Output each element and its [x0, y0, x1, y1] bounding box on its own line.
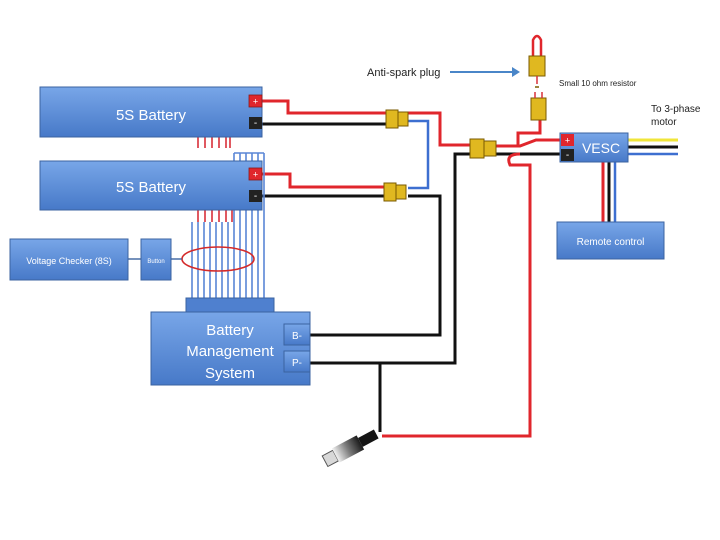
- plus-sign: +: [253, 170, 258, 180]
- balance-harness: [128, 129, 275, 313]
- voltage-checker: Voltage Checker (8S): [9, 238, 129, 281]
- bms-label-line2: Management: [186, 343, 274, 360]
- vesc-label: VESC: [582, 140, 620, 156]
- wire-batt1-positive: [262, 99, 388, 115]
- motor-label-line1: To 3-phase: [651, 104, 701, 115]
- wire-series-link: [408, 119, 430, 190]
- plus-sign: +: [253, 97, 258, 107]
- minus-sign: -: [566, 150, 569, 161]
- bms-label-line1: Battery: [206, 322, 254, 339]
- wire-batt2-positive: [262, 172, 386, 189]
- balance-connector: [185, 297, 275, 313]
- battery-bottom: 5S Battery + -: [39, 160, 263, 211]
- dc-charge-plug: [321, 429, 379, 468]
- bms: Battery Management System B- P-: [150, 311, 311, 386]
- remote-control-label: Remote control: [577, 237, 645, 248]
- wire-antispark: [516, 118, 542, 146]
- bms-p-minus-label: P-: [292, 358, 302, 369]
- motor-label-line2: motor: [651, 117, 677, 128]
- wire-pack-positive: [408, 111, 470, 147]
- vesc-positive-terminal: [561, 134, 574, 146]
- plus-sign: +: [565, 136, 570, 146]
- battery-top-positive-terminal: [248, 94, 263, 108]
- resistor-label: Small 10 ohm resistor: [559, 79, 637, 88]
- bms-b-minus-label: B-: [292, 331, 302, 342]
- minus-sign: -: [254, 118, 257, 129]
- checker-button: Button: [140, 238, 172, 281]
- vesc: VESC + -: [559, 132, 629, 163]
- battery-top-negative-terminal: [249, 117, 262, 129]
- xt-connector-top: [385, 109, 409, 129]
- wire-vesc-positive: [496, 138, 560, 148]
- bms-p-minus-terminal: [283, 350, 311, 373]
- battery-bottom-positive-terminal: [248, 167, 263, 181]
- xt-connector-main: [469, 138, 497, 159]
- wire-bms-p: [310, 152, 560, 365]
- voltage-checker-label: Voltage Checker (8S): [26, 256, 112, 266]
- battery-top: 5S Battery + -: [39, 86, 263, 138]
- xt-connector-bottom: [383, 182, 407, 202]
- anti-spark-label: Anti-spark plug: [367, 67, 440, 79]
- anti-spark-plug: [528, 34, 547, 121]
- remote-control: Remote control: [556, 221, 665, 260]
- bms-label-line3: System: [205, 365, 255, 382]
- wires: [262, 67, 678, 438]
- battery-bottom-negative-terminal: [249, 190, 262, 202]
- antispark-arrowhead: [512, 67, 520, 77]
- wire-bms-b: [310, 194, 442, 337]
- minus-sign: -: [254, 191, 257, 202]
- vesc-negative-terminal: [561, 149, 574, 161]
- checker-button-label: Button: [147, 259, 164, 265]
- wire-charge-positive: [382, 152, 532, 438]
- bms-b-minus-terminal: [283, 323, 311, 346]
- battery-bottom-label: 5S Battery: [116, 179, 187, 196]
- battery-top-label: 5S Battery: [116, 107, 187, 124]
